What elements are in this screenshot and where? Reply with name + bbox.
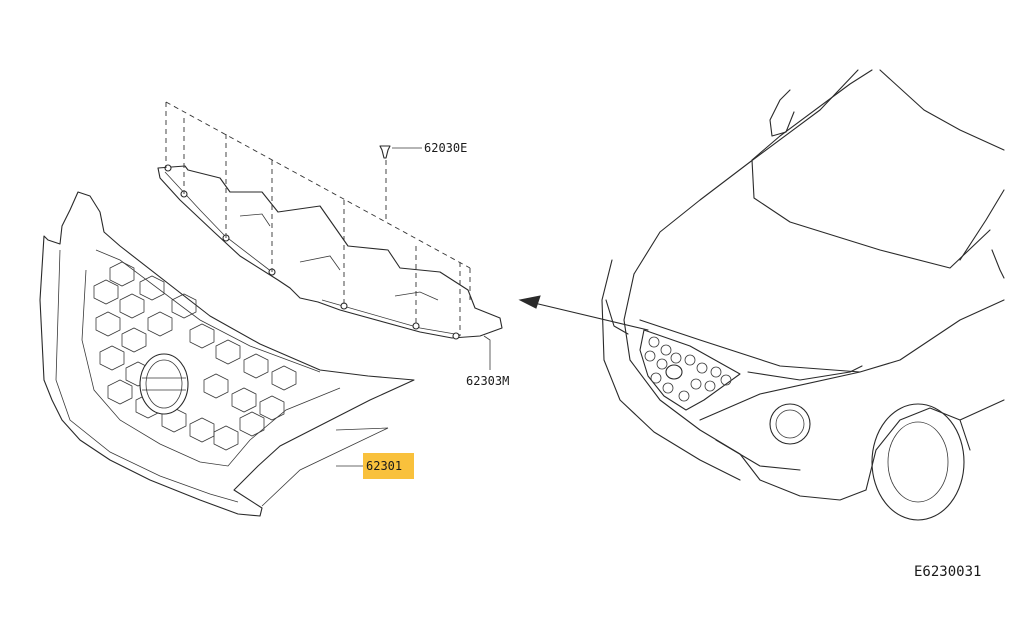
brand-emblem — [139, 353, 189, 415]
label-62030e: 62030E — [424, 141, 468, 155]
honeycomb-mesh — [93, 261, 297, 451]
figure-code: E6230031 — [914, 564, 982, 580]
upper-grille-cover — [157, 164, 503, 340]
dashed-projection-lines — [165, 101, 471, 336]
label-62301-highlighted[interactable]: 62301 — [363, 453, 415, 479]
direction-arrow — [518, 295, 649, 331]
vehicle-front-view — [601, 69, 1005, 521]
label-62303m: 62303M — [466, 374, 510, 388]
front-grille — [39, 191, 415, 517]
clip-62030e — [379, 145, 422, 159]
cover-leader-line — [483, 335, 491, 370]
vehicle-grille-mesh — [644, 336, 732, 402]
